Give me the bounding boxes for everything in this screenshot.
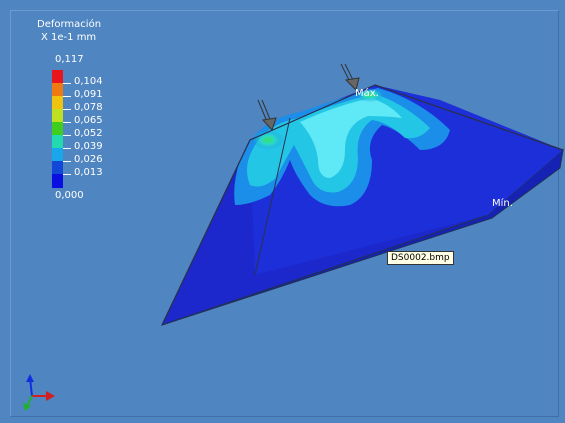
- legend-min-value: 0,000: [55, 190, 84, 201]
- legend-swatch: [52, 109, 63, 123]
- legend-swatch: [52, 70, 63, 84]
- ridge-edge: [374, 84, 564, 151]
- legend-tick-mark: [63, 174, 71, 175]
- model-bottom-face: [161, 148, 564, 326]
- legend-tick-label: 0,026: [74, 154, 103, 165]
- legend-tick-label: 0,078: [74, 102, 103, 113]
- legend-swatch: [52, 83, 63, 97]
- legend-tick-label: 0,039: [74, 141, 103, 152]
- axis-triad-icon[interactable]: [22, 374, 62, 414]
- min-marker: Mín.: [492, 198, 513, 209]
- legend-swatch: [52, 174, 63, 188]
- legend-title: Deformación: [37, 19, 102, 30]
- contour-inner: [300, 98, 402, 178]
- legend-unit: X 1e-1 mm: [41, 32, 97, 43]
- legend-tick-label: 0,104: [74, 76, 103, 87]
- legend-tick-label: 0,052: [74, 128, 103, 139]
- legend-tick-mark: [63, 83, 71, 84]
- hotspot-left: [252, 130, 284, 150]
- legend-swatch: [52, 161, 63, 175]
- legend-tick-mark: [63, 148, 71, 149]
- legend-tick-label: 0,065: [74, 115, 103, 126]
- legend-tick-mark: [63, 96, 71, 97]
- hotspot-right: [356, 88, 384, 102]
- legend-swatch: [52, 96, 63, 110]
- load-arrow-left: [257, 99, 277, 131]
- legend-tick-label: 0,091: [74, 89, 103, 100]
- legend-color-scale: [52, 70, 63, 188]
- legend-swatch: [52, 122, 63, 136]
- legend-tick-label: 0,013: [74, 167, 103, 178]
- max-marker: Máx.: [355, 88, 379, 99]
- legend-tick-mark: [63, 122, 71, 123]
- file-tooltip: DS0002.bmp: [387, 251, 454, 265]
- viewport-frame: [10, 10, 559, 417]
- legend-swatch: [52, 135, 63, 149]
- load-arrow-right: [340, 63, 360, 91]
- legend-swatch: [52, 148, 63, 162]
- legend-tick-mark: [63, 109, 71, 110]
- legend-tick-mark: [63, 135, 71, 136]
- legend-max-value: 0,117: [55, 54, 84, 65]
- inner-edge: [254, 117, 291, 276]
- legend-tick-mark: [63, 161, 71, 162]
